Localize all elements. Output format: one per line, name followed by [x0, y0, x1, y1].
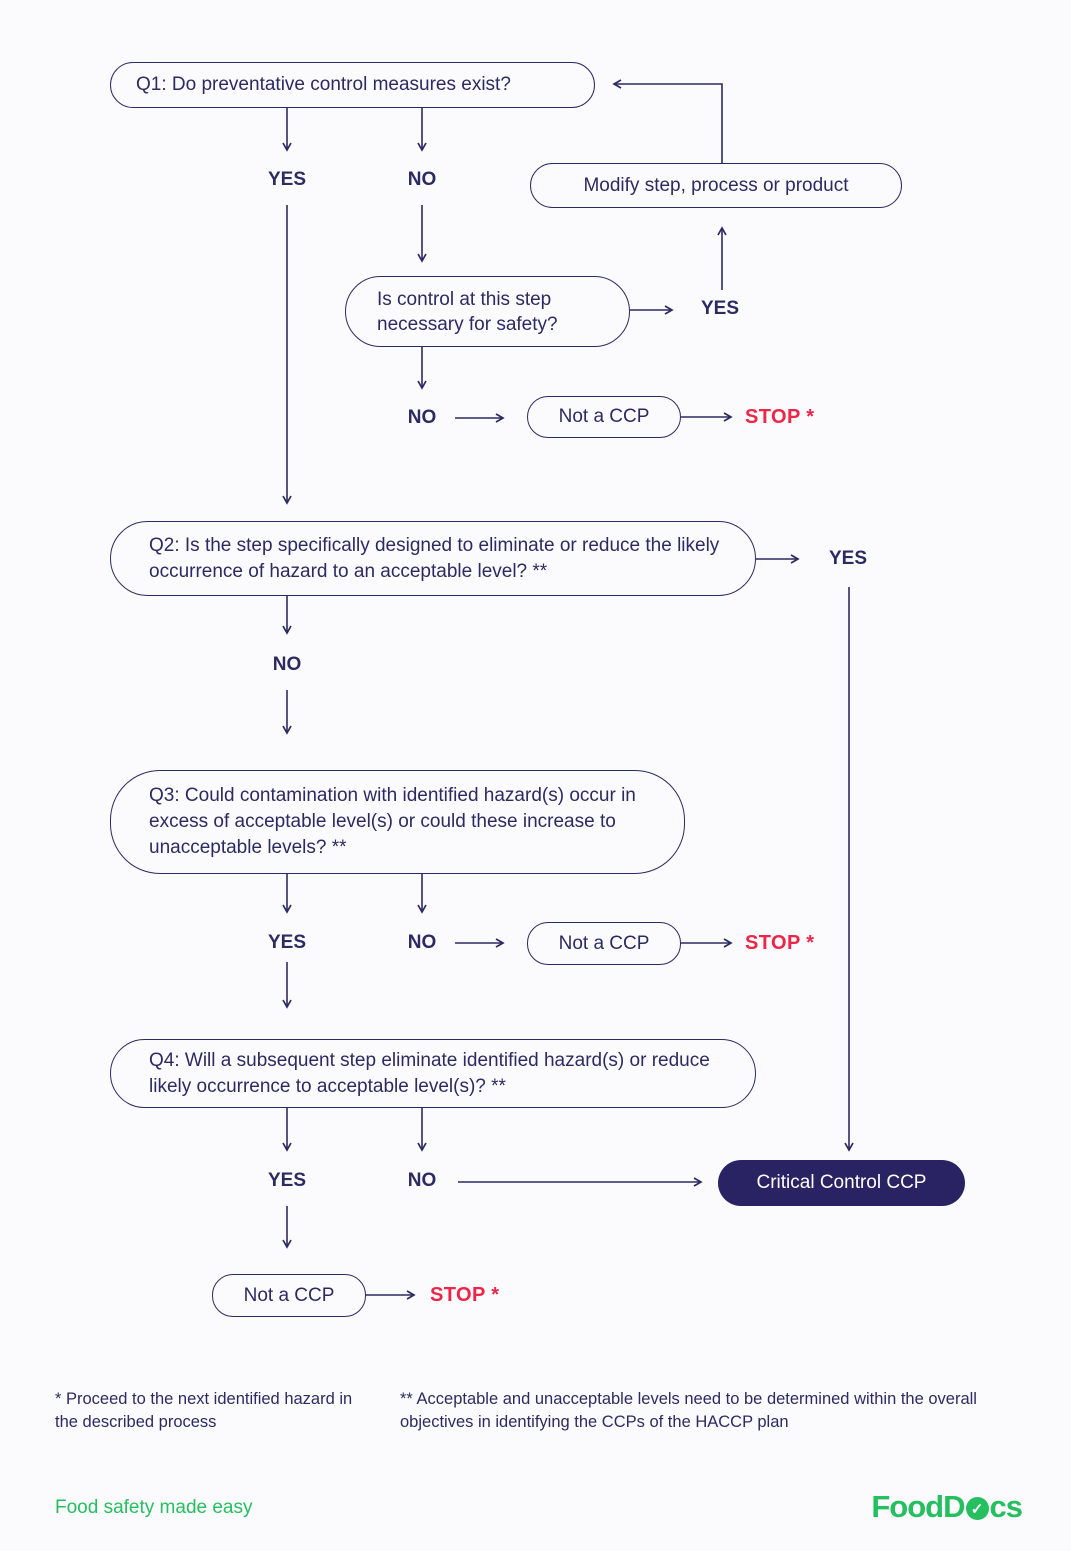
- node-not-a-ccp-1-text: Not a CCP: [558, 406, 650, 427]
- label-no-q3: NO: [407, 932, 437, 953]
- label-no-q2: NO: [272, 654, 302, 675]
- node-not-a-ccp-2: Not a CCP: [527, 922, 681, 965]
- foodocs-logo: FoodD ✓ cs: [871, 1489, 1023, 1525]
- node-control-necessary-text: Is control at this step necessary for sa…: [377, 288, 558, 335]
- node-q3: Q3: Could contamination with identified …: [110, 770, 685, 874]
- footnote-stop: * Proceed to the next identified hazard …: [55, 1390, 353, 1431]
- node-not-a-ccp-2-text: Not a CCP: [558, 932, 650, 954]
- node-q4-text: Q4: Will a subsequent step eliminate ide…: [149, 1049, 710, 1097]
- check-circle-icon: ✓: [965, 1497, 989, 1520]
- label-stop-1: STOP *: [745, 406, 815, 428]
- node-not-a-ccp-3: Not a CCP: [212, 1274, 366, 1317]
- label-yes-q3: YES: [267, 932, 307, 953]
- footnote-acceptable-levels: ** Acceptable and unacceptable levels ne…: [400, 1390, 977, 1431]
- label-no-q1: NO: [407, 169, 437, 190]
- node-q3-text: Q3: Could contamination with identified …: [149, 785, 636, 858]
- label-yes-q4: YES: [267, 1170, 307, 1191]
- node-control-necessary: Is control at this step necessary for sa…: [345, 276, 630, 347]
- node-modify-step-text: Modify step, process or product: [583, 174, 849, 196]
- node-not-a-ccp-3-text: Not a CCP: [243, 1284, 335, 1306]
- node-q1: Q1: Do preventative control measures exi…: [110, 62, 595, 108]
- node-critical-control-ccp-text: Critical Control CCP: [756, 1172, 927, 1193]
- label-yes-q1: YES: [267, 169, 307, 190]
- node-critical-control-ccp: Critical Control CCP: [718, 1160, 965, 1206]
- node-not-a-ccp-1: Not a CCP: [527, 396, 681, 438]
- label-no-control: NO: [407, 407, 437, 428]
- label-stop-3: STOP *: [430, 1284, 500, 1306]
- label-stop-2: STOP *: [745, 932, 815, 954]
- label-yes-q2: YES: [828, 548, 868, 569]
- node-modify-step: Modify step, process or product: [530, 163, 902, 208]
- foodocs-logo-suffix: cs: [989, 1489, 1023, 1524]
- node-q2-text: Q2: Is the step specifically designed to…: [149, 534, 720, 582]
- footer-tagline: Food safety made easy: [55, 1497, 253, 1518]
- label-no-q4: NO: [407, 1170, 437, 1191]
- label-yes-control: YES: [700, 298, 740, 319]
- foodocs-logo-prefix: FoodD: [871, 1489, 965, 1524]
- node-q1-text: Q1: Do preventative control measures exi…: [136, 74, 511, 95]
- check-glyph: ✓: [970, 1500, 984, 1518]
- node-q4: Q4: Will a subsequent step eliminate ide…: [110, 1039, 756, 1108]
- node-q2: Q2: Is the step specifically designed to…: [110, 521, 756, 596]
